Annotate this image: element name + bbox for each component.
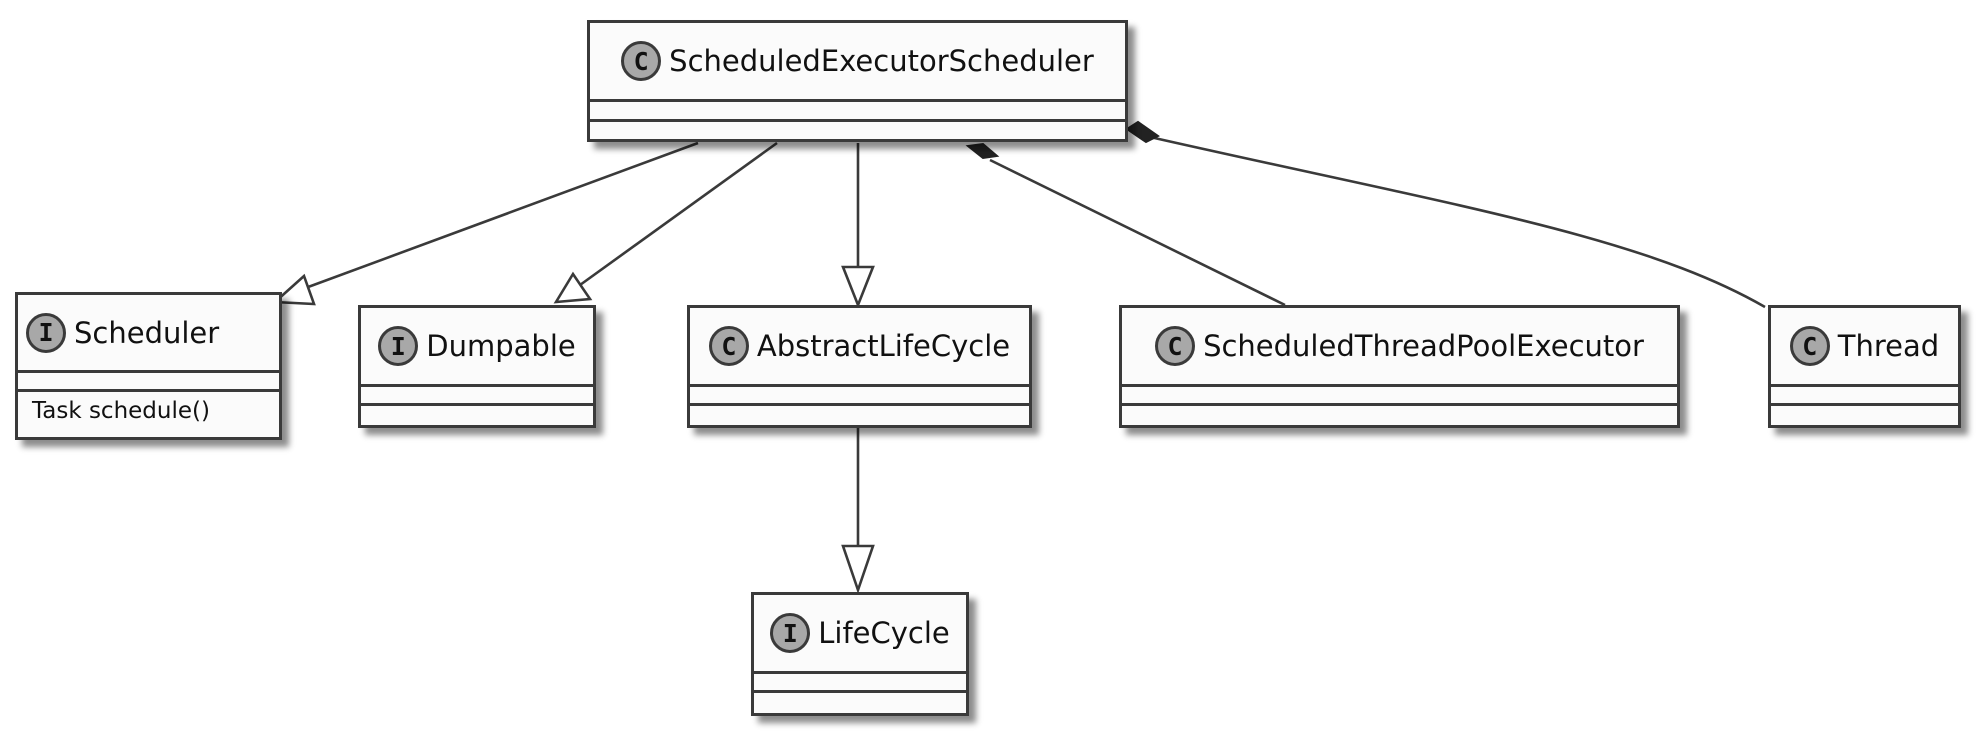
methods-section — [1122, 406, 1677, 425]
interface-dumpable[interactable]: I Dumpable — [358, 305, 596, 428]
class-header: I Scheduler — [18, 295, 279, 373]
class-name: LifeCycle — [818, 616, 950, 650]
class-header: I Dumpable — [361, 308, 593, 387]
class-header: C AbstractLifeCycle — [690, 308, 1029, 387]
methods-section — [690, 406, 1029, 425]
relation-scheduled-executor-scheduler-to-abstract-life-cycle — [841, 143, 875, 309]
class-stereotype-icon: C — [1789, 326, 1830, 366]
class-name: Dumpable — [426, 329, 576, 363]
relation-abstract-life-cycle-to-life-cycle — [841, 428, 875, 595]
class-scheduled-thread-pool-executor[interactable]: C ScheduledThreadPoolExecutor — [1119, 305, 1680, 428]
class-header: C ScheduledThreadPoolExecutor — [1122, 308, 1677, 387]
class-abstract-life-cycle[interactable]: C AbstractLifeCycle — [687, 305, 1032, 428]
methods-section — [590, 122, 1125, 139]
class-header: C Thread — [1771, 308, 1958, 387]
class-name: ScheduledExecutorScheduler — [669, 44, 1094, 78]
class-stereotype-icon: C — [1155, 326, 1196, 366]
class-name: Scheduler — [74, 315, 220, 350]
interface-stereotype-icon: I — [770, 613, 811, 653]
class-scheduled-executor-scheduler[interactable]: C ScheduledExecutorScheduler — [587, 20, 1128, 142]
fields-section — [1122, 387, 1677, 406]
class-stereotype-icon: C — [708, 326, 749, 366]
interface-life-cycle[interactable]: I LifeCycle — [751, 592, 969, 716]
methods-section — [361, 406, 593, 425]
method-schedule: Task schedule() — [32, 398, 210, 424]
methods-section — [754, 693, 966, 712]
relation-scheduled-executor-scheduler-to-scheduler — [271, 141, 699, 306]
interface-stereotype-icon: I — [26, 312, 66, 353]
relation-scheduled-executor-scheduler-to-scheduled-thread-pool-executor — [965, 142, 1286, 307]
class-thread[interactable]: C Thread — [1768, 305, 1961, 428]
class-name: AbstractLifeCycle — [756, 329, 1011, 363]
interface-scheduler[interactable]: I Scheduler Task schedule() — [15, 292, 282, 440]
hollow-triangle-arrowhead — [841, 544, 875, 595]
hollow-triangle-arrowhead — [271, 273, 316, 306]
class-name: Thread — [1837, 329, 1940, 363]
methods-section — [1771, 406, 1958, 425]
class-name: ScheduledThreadPoolExecutor — [1203, 329, 1644, 363]
filled-diamond-composition — [965, 142, 1000, 160]
fields-section — [361, 387, 593, 406]
fields-section — [1771, 387, 1958, 406]
fields-section — [690, 387, 1029, 406]
fields-section — [18, 373, 279, 392]
fields-section — [754, 674, 966, 693]
class-header: C ScheduledExecutorScheduler — [590, 23, 1125, 102]
fields-section — [590, 102, 1125, 122]
relation-scheduled-executor-scheduler-to-dumpable — [553, 141, 778, 304]
hollow-triangle-arrowhead — [841, 265, 875, 309]
class-stereotype-icon: C — [621, 41, 662, 81]
interface-stereotype-icon: I — [378, 326, 419, 366]
methods-section: Task schedule() — [18, 392, 279, 437]
filled-diamond-composition — [1125, 120, 1160, 144]
hollow-triangle-arrowhead — [553, 271, 593, 304]
class-header: I LifeCycle — [754, 595, 966, 674]
relation-scheduled-executor-scheduler-to-thread — [1125, 120, 1766, 309]
